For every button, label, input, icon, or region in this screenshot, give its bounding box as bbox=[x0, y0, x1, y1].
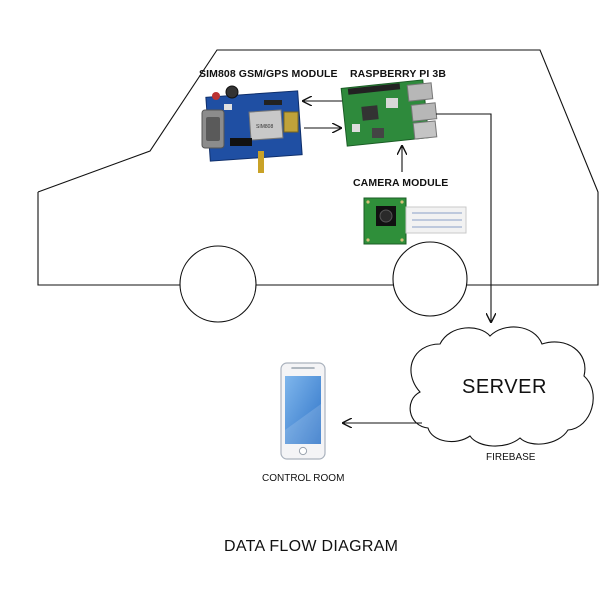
camera-label: CAMERA MODULE bbox=[353, 177, 449, 189]
server-cloud bbox=[409, 326, 594, 447]
control-room-label: CONTROL ROOM bbox=[262, 473, 345, 484]
phone-icon bbox=[280, 362, 326, 460]
edge-pi-to-server bbox=[436, 113, 491, 322]
raspberry-pi-board bbox=[340, 79, 438, 147]
pi-label: RASPBERRY PI 3B bbox=[350, 68, 447, 80]
diagram-title: DATA FLOW DIAGRAM bbox=[224, 538, 399, 555]
car-rear-wheel bbox=[392, 241, 468, 317]
firebase-label: FIREBASE bbox=[486, 452, 536, 463]
car-front-wheel bbox=[179, 245, 257, 323]
camera-module bbox=[363, 197, 467, 245]
car-outline bbox=[37, 49, 599, 286]
gsm-label: SIM808 GSM/GPS MODULE bbox=[199, 68, 338, 80]
sim808-board: SIM808 bbox=[201, 85, 303, 173]
server-label: SERVER bbox=[462, 376, 547, 398]
svg-text:SIM808: SIM808 bbox=[256, 124, 273, 130]
